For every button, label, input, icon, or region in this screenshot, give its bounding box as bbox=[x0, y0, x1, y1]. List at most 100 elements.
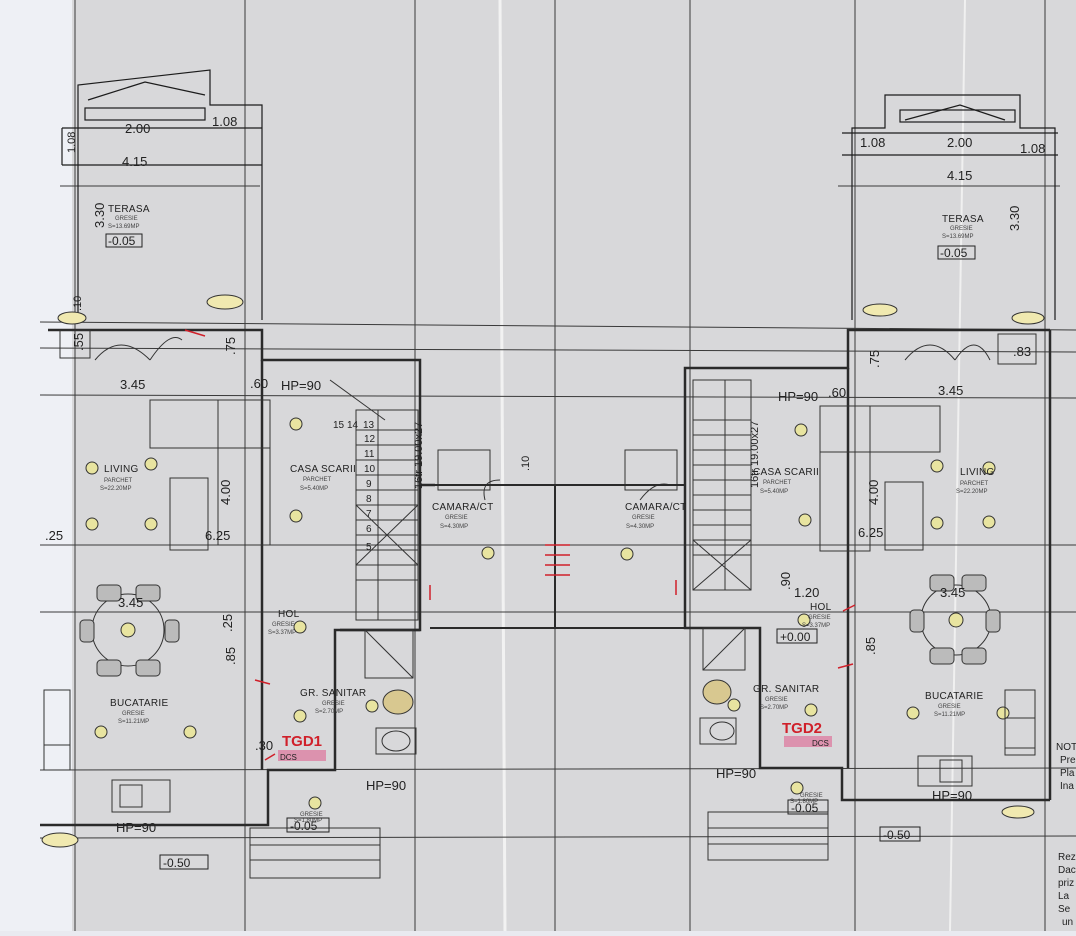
right-lights bbox=[481, 423, 1010, 795]
right-entry-hp: HP=90 bbox=[716, 766, 756, 781]
left-stair-name: CASA SCARII bbox=[290, 464, 356, 475]
right-outside-level: -0.50 bbox=[883, 828, 911, 842]
left-terrace-dim-side: .10 bbox=[72, 296, 84, 311]
right-kitchen-finish: GRESIE bbox=[938, 704, 961, 710]
right-terrace-name: TERASA bbox=[942, 214, 984, 225]
right-camara-area: S=4.30MP bbox=[626, 524, 654, 530]
svg-text:14: 14 bbox=[347, 420, 359, 431]
right-panel-tag: TGD2 bbox=[782, 720, 822, 737]
left-hol-area: S=3.37MP bbox=[268, 630, 296, 636]
left-bath-name: GR. SANITAR bbox=[300, 688, 366, 699]
svg-text:10: 10 bbox=[364, 464, 376, 475]
right-terrace-finish: GRESIE bbox=[950, 226, 973, 232]
right-stair-steps: 16tr 19.00x27 bbox=[749, 421, 761, 488]
left-outside-level: -0.50 bbox=[163, 856, 191, 870]
left-living-dim-e: .25 bbox=[45, 528, 63, 543]
right-stairs bbox=[624, 379, 752, 591]
left-entry-steps bbox=[249, 827, 381, 879]
side-note-line: Pre bbox=[1060, 755, 1076, 766]
left-stair-finish: PARCHET bbox=[303, 477, 332, 483]
right-terrace-dim-a: 1.08 bbox=[860, 135, 885, 150]
left-hol-name: HOL bbox=[278, 609, 300, 620]
side-note-line: Se bbox=[1058, 904, 1071, 915]
svg-text:9: 9 bbox=[366, 479, 372, 490]
left-terrace-height: 3.30 bbox=[92, 203, 107, 228]
left-terrace-level: -0.05 bbox=[108, 234, 136, 248]
right-hol-dim-b: .90 bbox=[778, 572, 793, 590]
right-hol-name: HOL bbox=[810, 602, 832, 613]
right-dining-table bbox=[909, 574, 1001, 665]
center-dim: .10 bbox=[520, 456, 532, 471]
left-sofa bbox=[149, 399, 271, 551]
right-kitchen-counter bbox=[917, 689, 1036, 787]
right-hol-level: +0.00 bbox=[780, 630, 811, 644]
right-terrace-dim-b: 2.00 bbox=[947, 135, 972, 150]
right-entry-finish: GRESIE bbox=[800, 793, 823, 799]
svg-text:8: 8 bbox=[366, 494, 372, 505]
paper bbox=[30, 0, 1076, 931]
left-entry-area: S=1.80MP bbox=[294, 818, 322, 824]
right-stair-hp: HP=90 bbox=[778, 389, 818, 404]
right-terrace-level: -0.05 bbox=[940, 246, 968, 260]
left-living-finish: PARCHET bbox=[104, 478, 133, 484]
svg-text:12: 12 bbox=[364, 434, 376, 445]
left-kitchen-name: BUCATARIE bbox=[110, 698, 168, 709]
right-hol-area: S=3.37MP bbox=[802, 623, 830, 629]
right-stair-finish: PARCHET bbox=[763, 480, 792, 486]
right-hol-finish: GRESIE bbox=[808, 615, 831, 621]
right-living-dim-d: 6.25 bbox=[858, 525, 883, 540]
right-doors bbox=[639, 333, 1037, 501]
right-kitchen-area: S=11.21MP bbox=[934, 712, 965, 718]
side-note-line: Ina bbox=[1060, 781, 1074, 792]
right-entry-level: -0.05 bbox=[791, 801, 819, 815]
right-kitchen-dim: .85 bbox=[863, 637, 878, 655]
left-terrace-dim-108: 1.08 bbox=[212, 114, 237, 129]
left-living-dim-c: 4.00 bbox=[218, 480, 233, 505]
left-terrace-width: 4.15 bbox=[122, 154, 147, 169]
right-bottom-hp: HP=90 bbox=[932, 788, 972, 803]
left-stair-steps: 16tr 19.00x27 bbox=[413, 422, 425, 489]
right-living-area: S=22.20MP bbox=[956, 489, 988, 495]
right-sofa bbox=[819, 405, 941, 552]
left-camara-name: CAMARA/CT bbox=[432, 502, 494, 513]
right-bathroom-fixtures bbox=[699, 627, 746, 745]
left-stair-hp: HP=90 bbox=[281, 378, 321, 393]
left-living-area: S=22.20MP bbox=[100, 486, 132, 492]
left-living-dim-d: 6.25 bbox=[205, 528, 230, 543]
left-kitchen-counter bbox=[43, 689, 171, 813]
left-living-dim-f: .55 bbox=[71, 333, 86, 351]
left-entry-hp: HP=90 bbox=[366, 778, 406, 793]
right-entry-area: S=1.80MP bbox=[790, 799, 818, 805]
right-terrace-width: 4.15 bbox=[947, 168, 972, 183]
svg-text:11: 11 bbox=[364, 449, 375, 460]
right-stair-area: S=5.40MP bbox=[760, 489, 788, 495]
left-dining-table bbox=[79, 584, 180, 677]
left-stair-area: S=5.40MP bbox=[300, 486, 328, 492]
svg-text:13: 13 bbox=[363, 420, 375, 431]
svg-text:15: 15 bbox=[333, 420, 345, 431]
left-terrace-area: S=13.69MP bbox=[108, 224, 140, 230]
left-stairs bbox=[329, 379, 491, 621]
right-bath-finish: GRESIE bbox=[765, 697, 788, 703]
left-lights bbox=[85, 417, 379, 810]
left-entry-level: -0.05 bbox=[290, 819, 318, 833]
left-camara-finish: GRESIE bbox=[445, 515, 468, 521]
right-camara-finish: GRESIE bbox=[632, 515, 655, 521]
right-terrace-area: S=13.69MP bbox=[942, 234, 974, 240]
left-terrace-finish: GRESIE bbox=[115, 216, 138, 222]
left-living-dim-a: .60 bbox=[250, 376, 268, 391]
side-note-line: Rez bbox=[1058, 852, 1076, 863]
left-bath-area: S=2.70MP bbox=[315, 709, 343, 715]
left-bath-finish: GRESIE bbox=[322, 701, 345, 707]
right-panel-sub: DCS bbox=[812, 739, 829, 748]
right-kitchen-name: BUCATARIE bbox=[925, 691, 983, 702]
side-note-line: La bbox=[1058, 891, 1070, 902]
left-living-width: 3.45 bbox=[120, 377, 145, 392]
right-terrace-dim-c: 1.08 bbox=[1020, 141, 1045, 156]
right-hol-dim-a: 1.20 bbox=[794, 585, 819, 600]
svg-text:6: 6 bbox=[366, 524, 372, 535]
right-terrace bbox=[842, 94, 1058, 320]
right-entry-steps bbox=[707, 811, 829, 861]
